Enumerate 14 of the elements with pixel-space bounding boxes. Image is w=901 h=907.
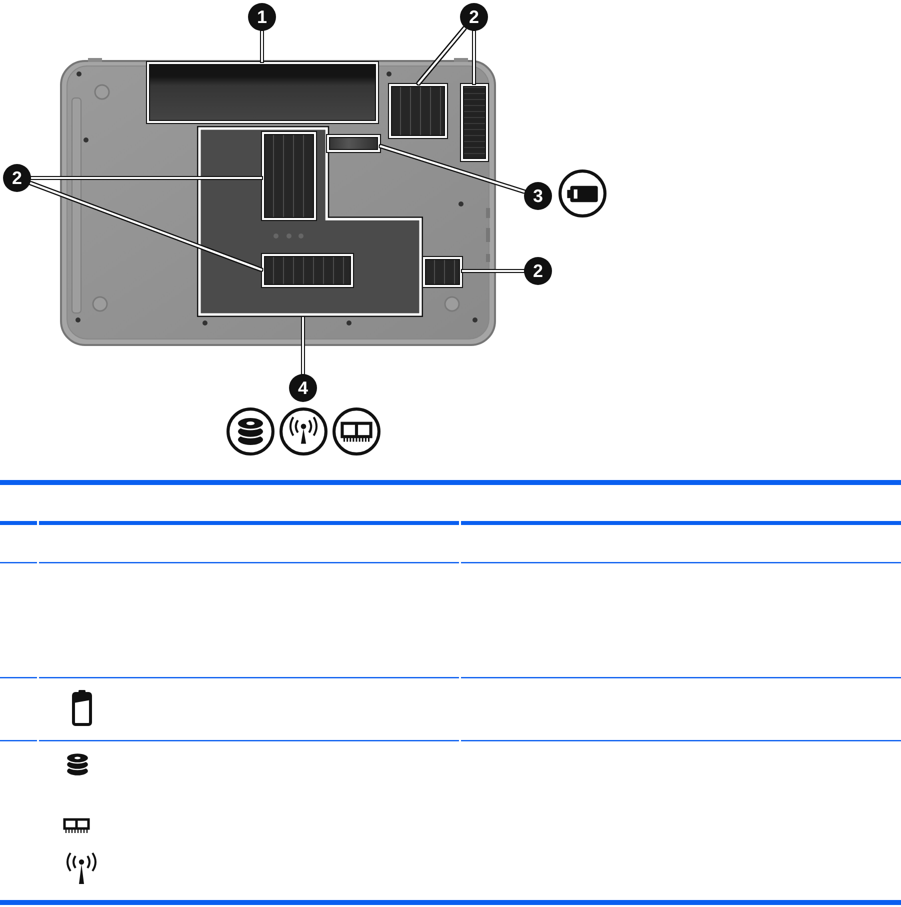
vent-grille bbox=[262, 254, 353, 287]
vent-grille bbox=[461, 84, 488, 161]
callout-number: 2 bbox=[3, 164, 31, 192]
callout-number: 2 bbox=[460, 3, 488, 31]
access-cover bbox=[197, 126, 423, 317]
callout-number: 1 bbox=[248, 3, 276, 31]
vent-grille bbox=[423, 257, 462, 287]
vent-grille bbox=[389, 84, 447, 138]
battery-release-latch bbox=[327, 135, 380, 152]
battery-bay bbox=[147, 62, 378, 123]
callout-number: 4 bbox=[289, 374, 317, 402]
vent-grille bbox=[262, 132, 316, 220]
callout-number: 2 bbox=[524, 257, 552, 285]
callout-number: 3 bbox=[524, 182, 552, 210]
